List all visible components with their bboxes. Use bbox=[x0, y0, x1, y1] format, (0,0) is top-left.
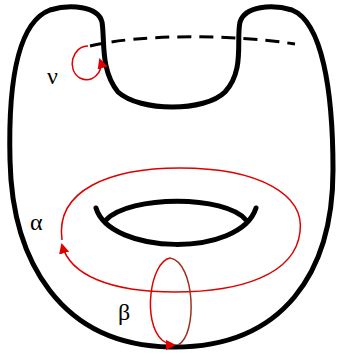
hidden-edge bbox=[90, 37, 295, 46]
curve-label: α bbox=[30, 210, 43, 234]
surface-outline bbox=[10, 7, 333, 347]
alpha-curve bbox=[61, 168, 300, 292]
hole-upper-edge bbox=[106, 201, 246, 220]
curve-label: ν bbox=[47, 64, 58, 88]
beta-curve-back bbox=[170, 258, 191, 345]
curve-label: β bbox=[118, 300, 130, 324]
nu-curve bbox=[72, 46, 101, 80]
beta-curve-front bbox=[150, 258, 174, 345]
